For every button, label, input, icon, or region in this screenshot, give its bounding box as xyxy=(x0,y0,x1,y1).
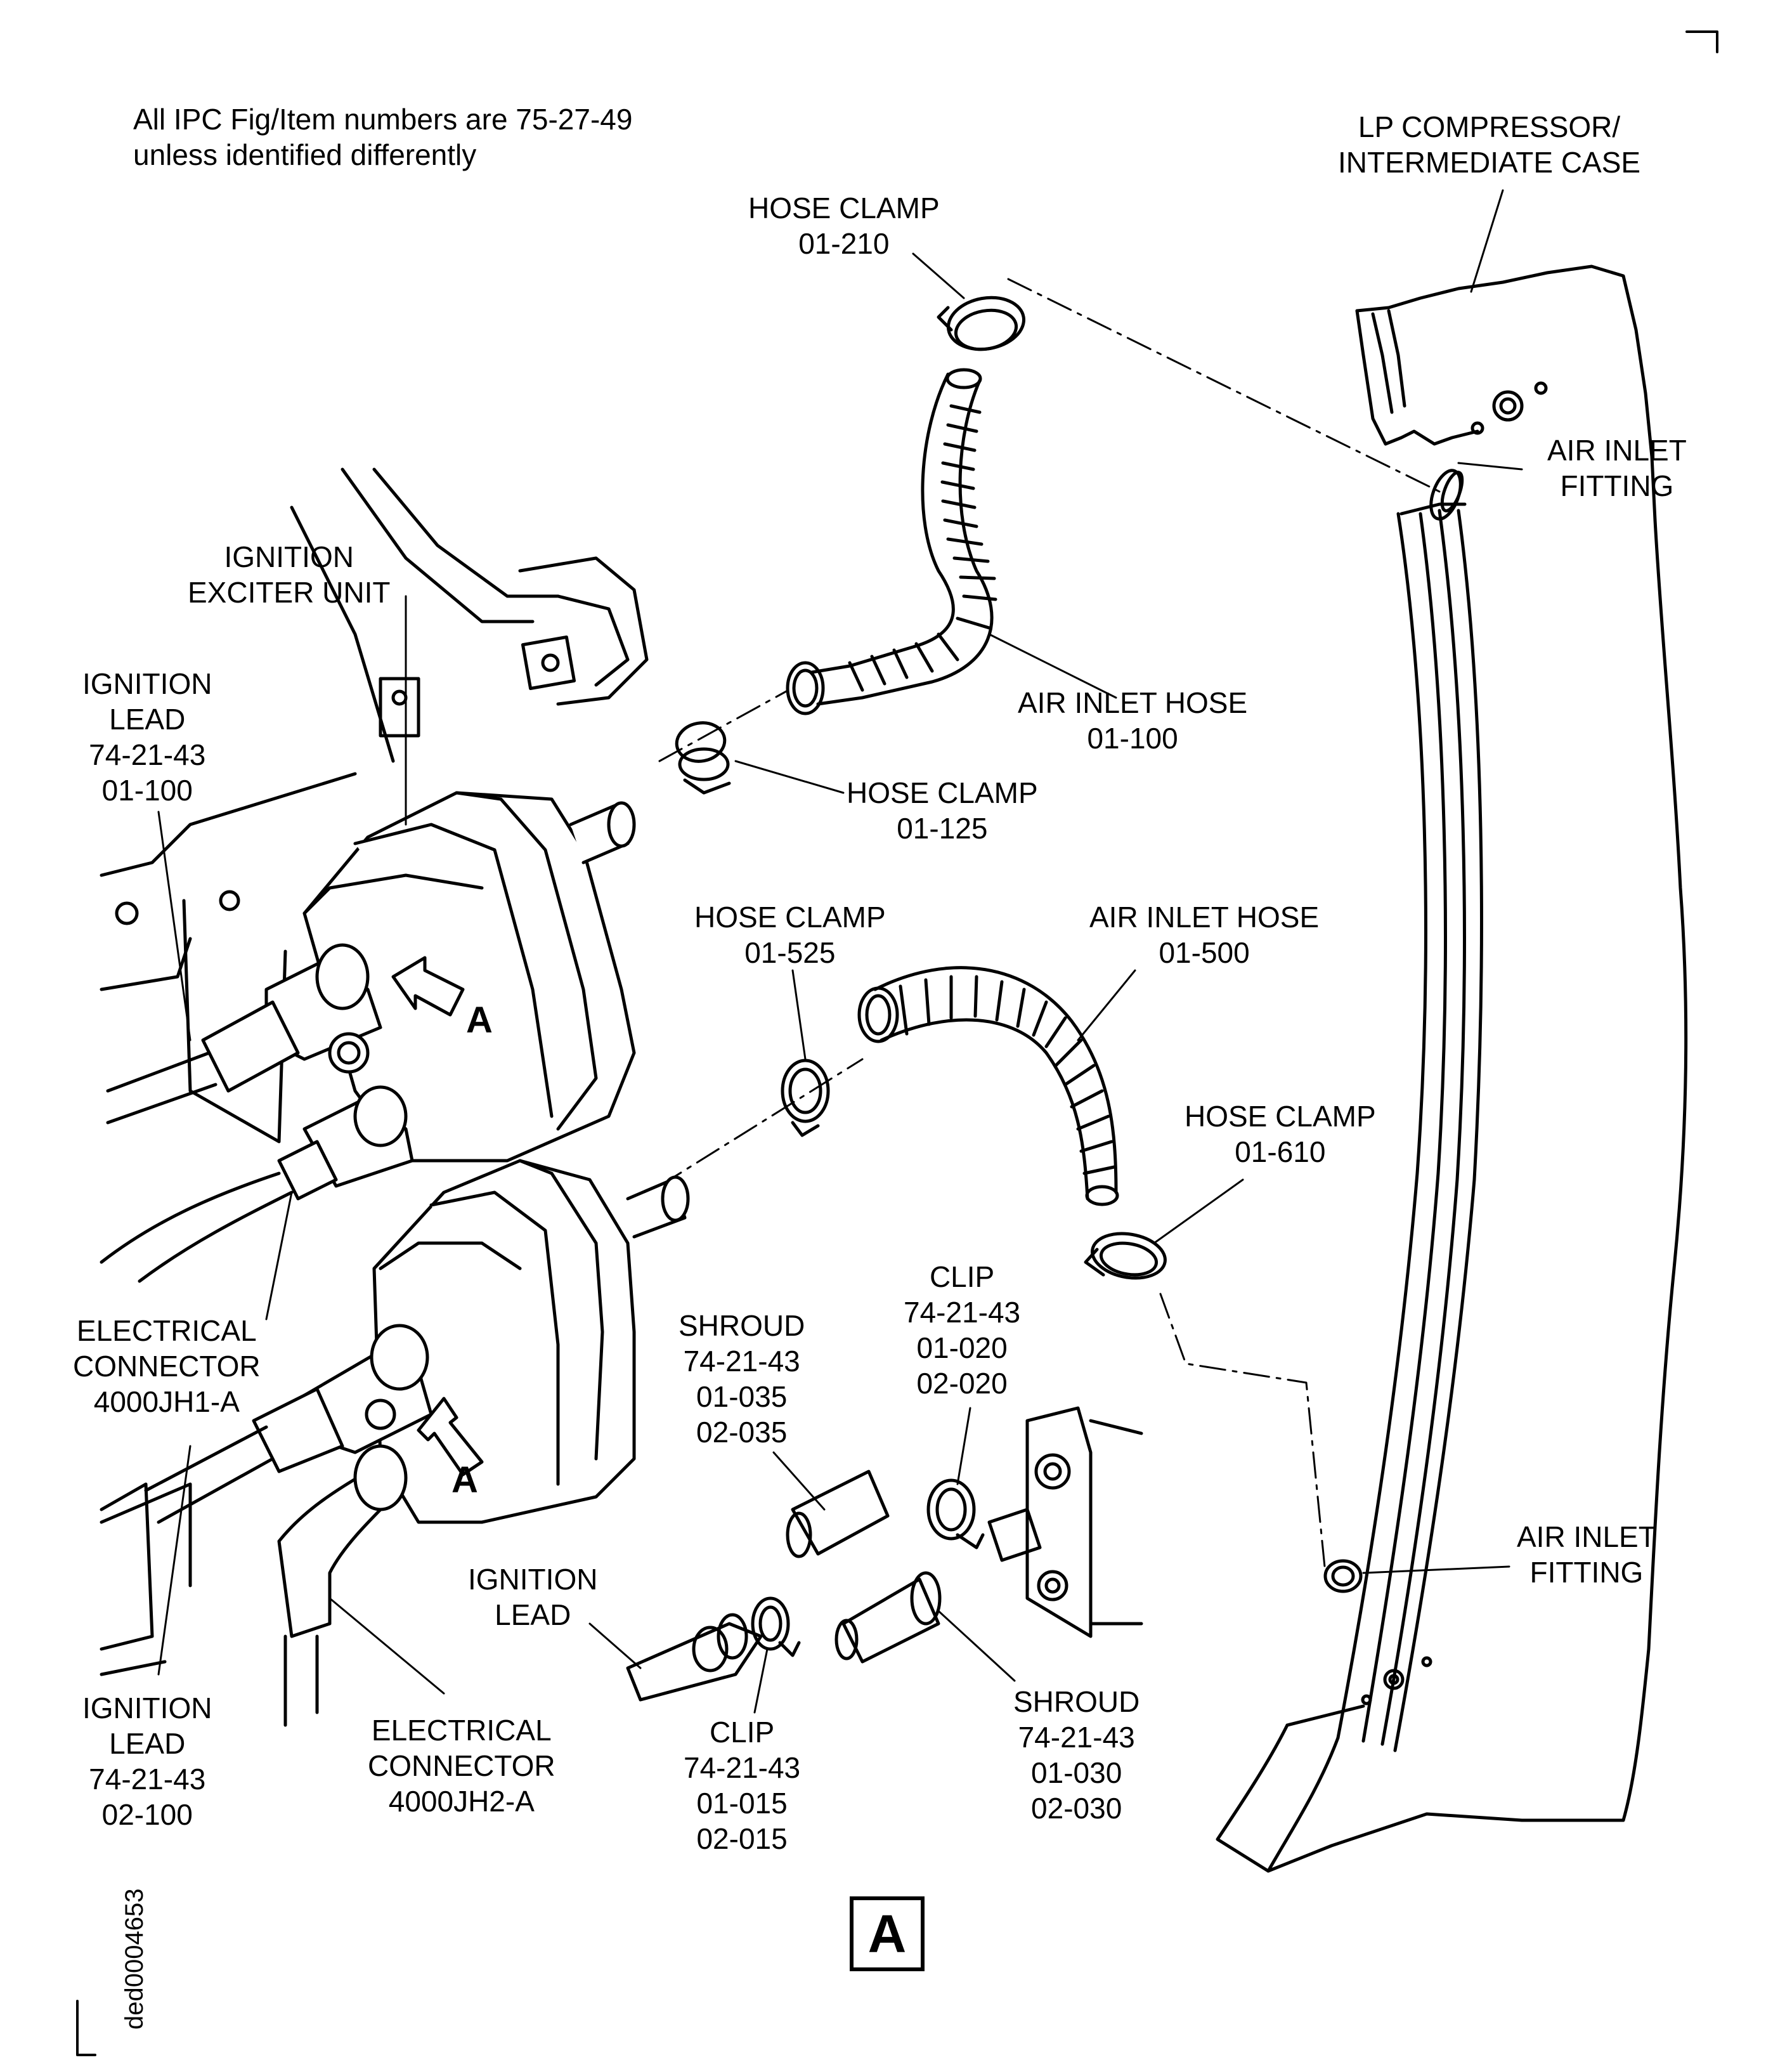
label-ignition-exciter-unit: IGNITION EXCITER UNIT xyxy=(188,540,391,609)
label-hose-clamp-525: HOSE CLAMP 01-525 xyxy=(694,901,886,969)
ignition-lead-mid xyxy=(626,1613,763,1702)
corner-mark-bottom xyxy=(76,2000,96,2056)
hose-clamp-210 xyxy=(937,296,1025,351)
ignition-exciter-lower xyxy=(252,1159,690,1638)
center-lines xyxy=(658,278,1447,1574)
label-hose-clamp-210: HOSE CLAMP 01-210 xyxy=(748,192,940,260)
hose-clamp-525 xyxy=(781,1059,830,1137)
shroud-035 xyxy=(786,1470,890,1558)
view-arrow-icon xyxy=(391,956,465,1017)
bracket-right-lower xyxy=(987,1406,1143,1638)
air-inlet-hose-lower xyxy=(857,966,1119,1206)
view-arrow-label-upper: A xyxy=(466,1000,493,1041)
label-clip-015: CLIP 74-21-43 01-015 02-015 xyxy=(684,1716,801,1855)
document-id: ded0004653 xyxy=(120,1888,148,2030)
hose-clamp-125 xyxy=(675,721,731,795)
label-electrical-connector-jh2: ELECTRICAL CONNECTOR 4000JH2-A xyxy=(368,1714,555,1818)
label-ignition-lead-01-100: IGNITION LEAD 74-21-43 01-100 xyxy=(82,667,212,807)
view-arrow-label-lower: A xyxy=(451,1459,478,1501)
label-clip-020: CLIP 74-21-43 01-020 02-020 xyxy=(904,1260,1021,1400)
label-shroud-035: SHROUD 74-21-43 01-035 02-035 xyxy=(678,1309,805,1449)
shroud-030 xyxy=(834,1571,942,1664)
connector-cable xyxy=(100,1171,281,1264)
label-air-inlet-fitting-bottom: AIR INLET FITTING xyxy=(1517,1520,1656,1589)
label-air-inlet-fitting-top: AIR INLET FITTING xyxy=(1547,434,1687,502)
lp-compressor-case xyxy=(1216,264,1688,1873)
label-lp-compressor-case: LP COMPRESSOR/ INTERMEDIATE CASE xyxy=(1338,110,1641,179)
label-ignition-lead-mid: IGNITION LEAD xyxy=(468,1563,598,1631)
label-electrical-connector-jh1: ELECTRICAL CONNECTOR 4000JH1-A xyxy=(73,1314,261,1418)
label-air-inlet-hose-500: AIR INLET HOSE 01-500 xyxy=(1089,901,1320,969)
label-ignition-lead-02-100: IGNITION LEAD 74-21-43 02-100 xyxy=(82,1692,212,1831)
ipc-note: All IPC Fig/Item numbers are 75-27-49 un… xyxy=(133,103,633,171)
ignition-exciter-upper xyxy=(201,791,636,1201)
view-label-box: A xyxy=(850,1896,925,1971)
clip-020 xyxy=(926,1478,985,1549)
corner-mark xyxy=(1685,30,1718,53)
leader-lines xyxy=(157,189,1523,1714)
label-shroud-030: SHROUD 74-21-43 01-030 02-030 xyxy=(1013,1685,1140,1825)
label-hose-clamp-125: HOSE CLAMP 01-125 xyxy=(847,776,1038,845)
hose-clamp-610 xyxy=(1084,1232,1167,1280)
clip-015 xyxy=(751,1596,801,1657)
ignition-lead-upper-cable xyxy=(106,1051,211,1093)
air-inlet-hose-upper xyxy=(786,368,997,715)
engine-bracket-upper xyxy=(100,467,649,1144)
view-arrow-icon xyxy=(417,1397,484,1477)
label-air-inlet-hose-100: AIR INLET HOSE 01-100 xyxy=(1018,686,1248,755)
ignition-lead-lower-cable xyxy=(144,1425,268,1492)
label-hose-clamp-610: HOSE CLAMP 01-610 xyxy=(1185,1100,1376,1168)
